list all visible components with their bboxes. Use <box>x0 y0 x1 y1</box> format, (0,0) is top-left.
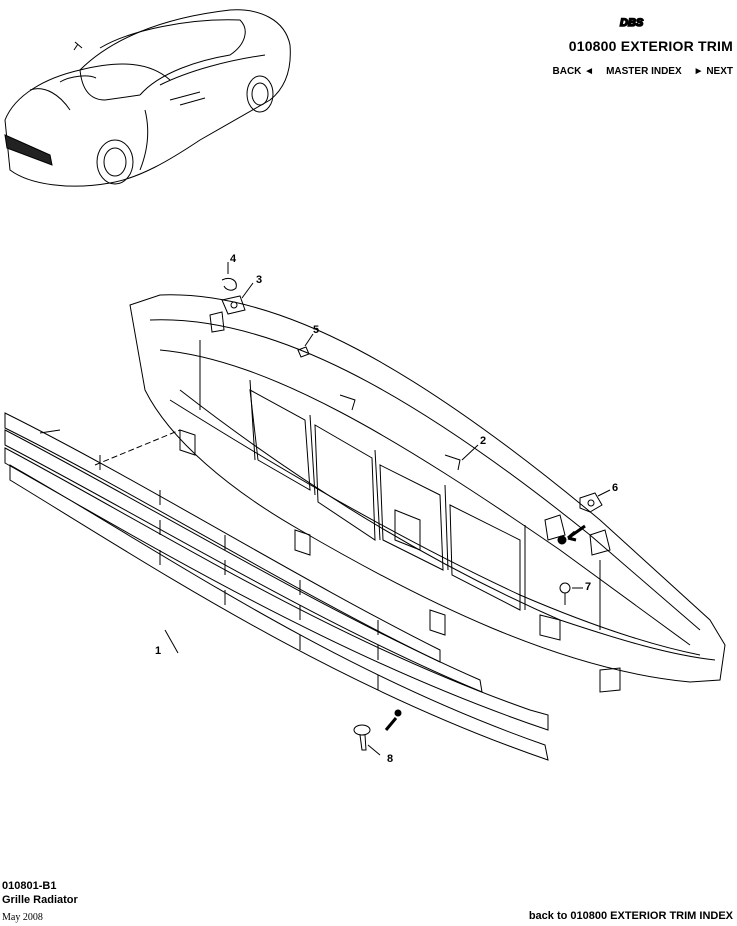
callout-6: 6 <box>612 482 618 494</box>
document-date: May 2008 <box>2 912 43 923</box>
fastener-nut-6 <box>579 492 603 513</box>
callout-1: 1 <box>155 645 161 657</box>
leader-line <box>164 629 179 654</box>
callout-5: 5 <box>313 324 319 336</box>
leader-line <box>304 333 314 347</box>
section-title: 010800 EXTERIOR TRIM <box>568 38 733 54</box>
leader-line <box>597 489 611 497</box>
callout-8: 8 <box>387 753 393 765</box>
fastener-nut-5 <box>297 346 310 358</box>
arrow-indicator <box>567 524 586 542</box>
document-code: 010801-B1 <box>2 880 57 892</box>
master-index-link[interactable]: MASTER INDEX <box>606 66 682 77</box>
fastener-clip-3 <box>221 295 246 315</box>
callout-7: 7 <box>585 581 591 593</box>
callout-2: 2 <box>480 435 486 447</box>
dbs-logo: DBS <box>619 16 644 30</box>
navigation-bar: BACK ◄ MASTER INDEX ► NEXT <box>553 66 733 77</box>
callout-4: 4 <box>230 253 237 265</box>
clip-point <box>394 709 402 717</box>
grille-frame <box>129 294 726 693</box>
arrow-indicator <box>384 717 398 731</box>
leader-line <box>241 282 254 299</box>
document-name: Grille Radiator <box>2 894 78 906</box>
next-link[interactable]: ► NEXT <box>693 66 733 77</box>
fastener-screw-7 <box>559 582 571 605</box>
logo-text: DBS <box>620 17 644 29</box>
fastener-washer-4 <box>221 277 237 291</box>
car-overview-illustration <box>4 9 291 187</box>
callout-3: 3 <box>256 274 262 286</box>
clip-point <box>557 535 567 545</box>
back-to-index-link[interactable]: back to 010800 EXTERIOR TRIM INDEX <box>528 910 733 922</box>
grille-exploded-diagram: 1 2 3 4 5 6 7 8 <box>4 253 726 765</box>
leader-line <box>461 444 479 461</box>
leader-line <box>367 744 381 756</box>
assembly-line <box>94 429 181 466</box>
fastener-screw-8 <box>353 724 371 751</box>
back-link[interactable]: BACK ◄ <box>552 66 595 77</box>
